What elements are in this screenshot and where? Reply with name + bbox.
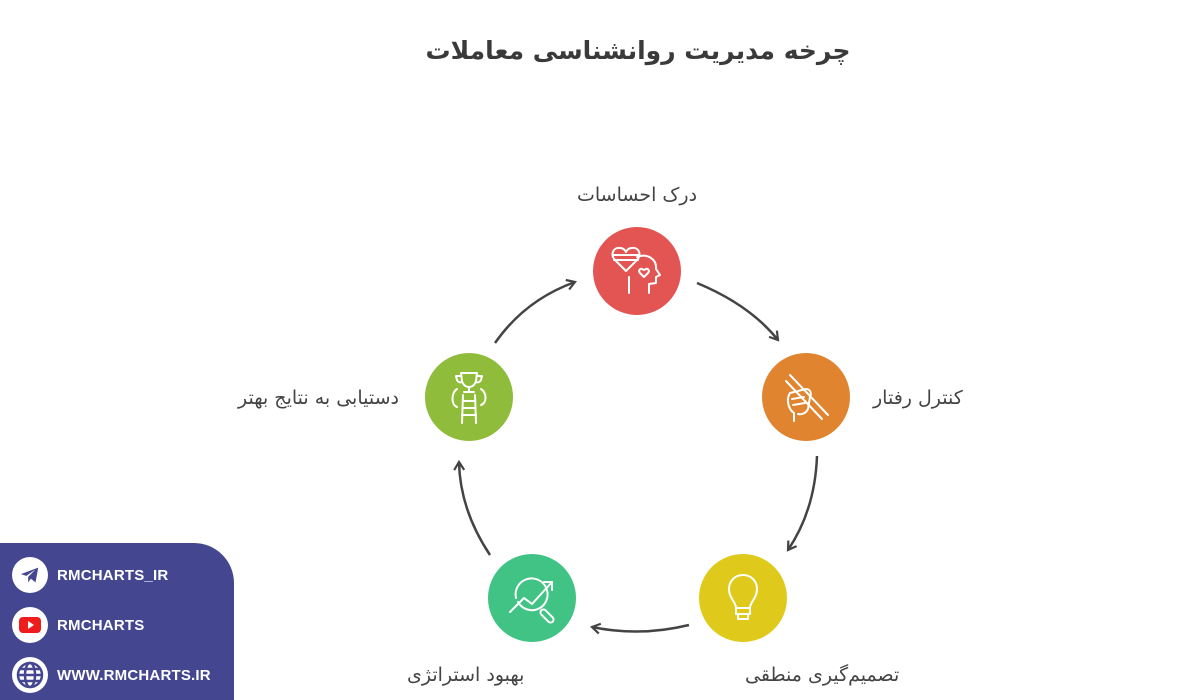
youtube-icon	[12, 607, 48, 643]
arrow-results-to-emotions	[493, 278, 577, 344]
node-label: درک احساسات	[577, 184, 698, 206]
chart-magnifier-icon	[509, 577, 555, 624]
node-understanding-emotions	[593, 227, 681, 315]
globe-icon	[12, 657, 48, 693]
diagram-title: چرخه مدیریت روانشناسی معاملات	[425, 36, 851, 65]
node-label: دستیابی به نتایج بهتر	[238, 387, 399, 409]
node-rational-decision	[699, 554, 787, 642]
arrow-strategy-to-results	[453, 459, 492, 556]
arrow-behavior-to-decision	[786, 455, 819, 552]
telegram-icon	[12, 557, 48, 593]
node-label: کنترل رفتار	[873, 387, 963, 409]
social-label: RMCHARTS	[57, 616, 145, 634]
social-label: RMCHARTS_IR	[57, 566, 169, 584]
heart-head-icon	[611, 246, 661, 294]
social-website[interactable]: WWW.RMCHARTS.IR	[12, 657, 211, 693]
social-youtube[interactable]: RMCHARTS	[12, 607, 144, 643]
social-label: WWW.RMCHARTS.IR	[57, 666, 211, 684]
social-telegram[interactable]: RMCHARTS_IR	[12, 557, 168, 593]
node-label: تصمیم‌گیری منطقی	[745, 664, 900, 686]
node-label: بهبود استراتژی	[407, 664, 525, 686]
hand-holding-stick-icon	[785, 374, 829, 422]
node-strategy-improvement	[488, 554, 576, 642]
arrow-decision-to-strategy	[589, 622, 690, 635]
lightbulb-icon	[728, 574, 758, 620]
social-links-panel: RMCHARTS_IR RMCHARTS WWW.RMCHARTS.IR	[0, 543, 234, 700]
node-better-results	[425, 353, 513, 441]
node-behavior-control	[762, 353, 850, 441]
trophy-ladder-icon	[451, 372, 487, 424]
arrow-emotions-to-behavior	[696, 281, 780, 342]
